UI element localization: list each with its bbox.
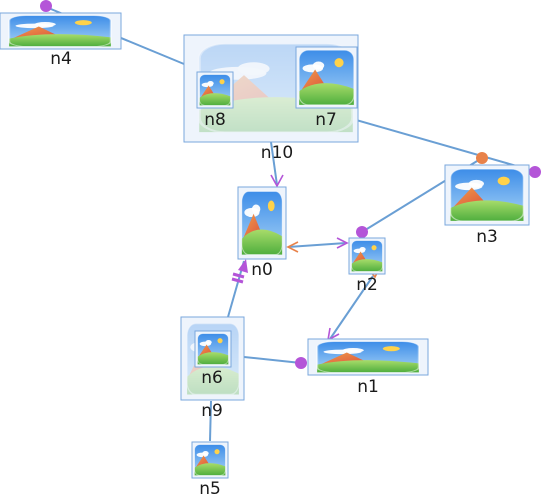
node-label: n3 bbox=[476, 227, 498, 247]
node-label: n8 bbox=[204, 110, 226, 130]
node-n1[interactable]: n1 bbox=[307, 338, 429, 397]
edge-n9-n5[interactable] bbox=[209, 400, 212, 442]
edge-n9-n1[interactable] bbox=[243, 356, 302, 364]
node-label: n0 bbox=[251, 260, 273, 280]
landscape-image-icon bbox=[199, 74, 231, 106]
edge-n10-n0[interactable] bbox=[270, 141, 278, 186]
node-label: n9 bbox=[201, 401, 223, 421]
landscape-image-icon bbox=[351, 240, 383, 272]
edge-end-dot bbox=[40, 0, 52, 12]
node-label: n6 bbox=[201, 368, 223, 388]
node-n2[interactable]: n2 bbox=[348, 237, 386, 295]
landscape-image-icon bbox=[197, 333, 229, 365]
landscape-image-icon bbox=[449, 168, 525, 222]
node-label: n5 bbox=[199, 479, 221, 495]
edge-n2-n1[interactable] bbox=[329, 275, 374, 340]
node-label: n4 bbox=[50, 49, 72, 69]
landscape-image-icon bbox=[241, 190, 283, 256]
node-label: n10 bbox=[261, 143, 293, 163]
node-n3[interactable]: n3 bbox=[444, 164, 530, 247]
edge-end-dot bbox=[529, 166, 541, 178]
node-label: n1 bbox=[357, 377, 379, 397]
node-label: n7 bbox=[315, 110, 337, 130]
edge-end-dot bbox=[476, 152, 488, 164]
landscape-image-icon bbox=[316, 341, 420, 373]
node-label: n2 bbox=[356, 275, 378, 295]
landscape-image-icon bbox=[298, 49, 355, 106]
arrowhead bbox=[286, 241, 299, 253]
node-n8[interactable]: n8 bbox=[196, 71, 234, 130]
landscape-image-icon bbox=[8, 15, 112, 47]
arrowhead bbox=[270, 174, 284, 188]
node-n6[interactable]: n6 bbox=[194, 330, 232, 388]
node-n4[interactable]: n4 bbox=[0, 12, 122, 69]
edge-tee-marker bbox=[231, 272, 245, 284]
arrowhead bbox=[238, 259, 248, 273]
edge-end-dot bbox=[356, 226, 368, 238]
node-n7[interactable]: n7 bbox=[295, 46, 358, 130]
landscape-image-icon bbox=[194, 444, 226, 476]
edge-end-dot bbox=[295, 357, 307, 369]
node-n0[interactable]: n0 bbox=[237, 186, 287, 280]
arrowhead bbox=[336, 237, 349, 249]
edge-n2-n0[interactable] bbox=[287, 242, 347, 248]
node-n5[interactable]: n5 bbox=[191, 441, 229, 495]
